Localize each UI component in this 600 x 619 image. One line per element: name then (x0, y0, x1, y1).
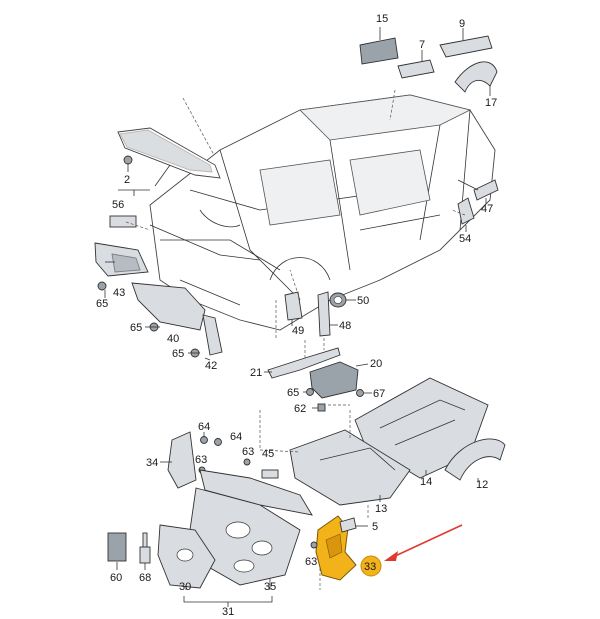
leader-lines (104, 89, 479, 590)
callout-65-c: 65 (172, 348, 184, 360)
hood-panel (117, 127, 221, 179)
part-35 (189, 487, 301, 586)
callout-labels: 15 9 7 17 2 56 47 54 43 65 65 40 65 42 5… (96, 13, 497, 618)
callout-2: 2 (124, 174, 130, 186)
part-68 (139, 532, 151, 564)
callout-40: 40 (167, 333, 179, 345)
part-2-clip (123, 155, 133, 172)
part-5 (339, 517, 357, 533)
part-30 (157, 524, 216, 589)
part-34 (167, 431, 197, 489)
callout-14: 14 (420, 476, 432, 488)
callout-50: 50 (357, 295, 369, 307)
part-42 (202, 314, 223, 356)
callout-34: 34 (146, 457, 158, 469)
callout-35: 35 (264, 581, 276, 593)
part-64-a (200, 432, 208, 444)
callout-15: 15 (376, 13, 388, 25)
part-56 (109, 215, 137, 228)
callout-17: 17 (485, 97, 497, 109)
callout-13: 13 (375, 503, 387, 515)
callout-5: 5 (372, 521, 378, 533)
part-54 (457, 197, 475, 232)
callout-56: 56 (112, 199, 124, 211)
callout-63-b: 63 (242, 446, 254, 458)
callout-65-b: 65 (130, 322, 142, 334)
callout-21: 21 (250, 367, 262, 379)
callout-65-d: 65 (287, 387, 299, 399)
callout-64-b: 64 (230, 431, 242, 443)
callout-62: 62 (294, 403, 306, 415)
callout-64-a: 64 (198, 421, 210, 433)
bracket-2 (118, 189, 150, 196)
part-12 (444, 438, 506, 481)
callout-badge-33 (360, 555, 382, 577)
part-20 (309, 361, 359, 399)
part-33-highlighted (315, 515, 357, 581)
callout-43: 43 (113, 287, 125, 299)
part-40 (131, 282, 206, 331)
part-17 (454, 61, 498, 96)
part-7 (397, 50, 435, 79)
callout-67: 67 (373, 388, 385, 400)
part-9 (439, 28, 493, 58)
bracket-31 (183, 596, 273, 603)
callout-68: 68 (139, 572, 151, 584)
part-47 (473, 179, 499, 204)
part-65-d (306, 388, 314, 396)
callout-33: 33 (364, 561, 376, 573)
part-13 (289, 429, 411, 506)
part-65-a (97, 281, 107, 291)
part-62 (317, 403, 326, 412)
callout-48: 48 (339, 320, 351, 332)
car-body-shell (149, 94, 496, 331)
callout-49: 49 (292, 325, 304, 337)
callout-47: 47 (481, 203, 493, 215)
part-67 (356, 389, 364, 397)
callout-12: 12 (476, 479, 488, 491)
part-63-c (310, 541, 318, 549)
part-50 (329, 292, 347, 308)
callout-54: 54 (459, 233, 471, 245)
callout-31: 31 (222, 606, 234, 618)
callout-42: 42 (205, 360, 217, 372)
callout-45: 45 (262, 448, 274, 460)
leader-2 (154, 164, 171, 187)
part-48 (317, 291, 331, 337)
callout-30: 30 (179, 581, 191, 593)
callout-7: 7 (419, 39, 425, 51)
part-15 (359, 27, 399, 65)
callout-20: 20 (370, 358, 382, 370)
part-63-b (243, 458, 251, 466)
part-49 (284, 291, 303, 321)
part-45 (261, 469, 279, 479)
part-64-b (214, 438, 222, 446)
callout-9: 9 (459, 18, 465, 30)
callout-63-c: 63 (305, 556, 317, 568)
callout-63-a: 63 (195, 454, 207, 466)
callout-65-a: 65 (96, 298, 108, 310)
callout-60: 60 (110, 572, 122, 584)
part-60 (107, 532, 127, 562)
pointer-arrow (384, 524, 463, 561)
part-43 (94, 242, 149, 277)
